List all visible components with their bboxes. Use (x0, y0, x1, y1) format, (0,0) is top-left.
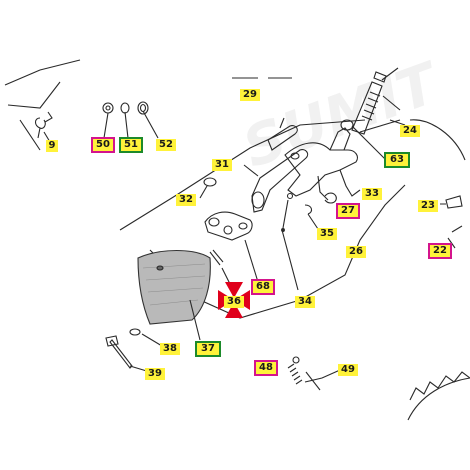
lower-boundary (149, 184, 406, 319)
callout-48: 48 (254, 360, 278, 376)
callout-32: 32 (176, 194, 196, 206)
part-51-washer (120, 102, 130, 114)
part-38-washer (129, 328, 141, 336)
part-24-shaft (351, 81, 383, 135)
right-arc (409, 119, 466, 161)
part-52-ring (137, 101, 149, 115)
part-23-bolt (440, 195, 463, 209)
callout-24: 24 (400, 125, 420, 137)
part-48-spring (287, 363, 303, 385)
callout-52: 52 (156, 139, 176, 151)
callout-26: 26 (346, 246, 366, 258)
frame-boundary (119, 119, 366, 231)
frame-outline (4, 59, 81, 151)
callout-68: 68 (251, 279, 275, 295)
callout-50: 50 (91, 137, 115, 153)
gear-edge (409, 371, 470, 401)
callout-27: 27 (336, 203, 360, 219)
callout-49: 49 (338, 364, 358, 376)
callout-29: 29 (240, 89, 260, 101)
callout-33: 33 (362, 188, 382, 200)
part-36-pin (209, 249, 224, 266)
callout-37: 37 (195, 341, 221, 357)
callout-35: 35 (317, 228, 337, 240)
callout-39: 39 (145, 368, 165, 380)
part-50-nut (102, 102, 114, 114)
callout-31: 31 (212, 159, 232, 171)
callout-36: 36 (224, 296, 244, 308)
part-9-hook (34, 111, 53, 139)
callout-38: 38 (160, 343, 180, 355)
callout-22: 22 (428, 243, 452, 259)
part-63-fork (284, 142, 358, 197)
part-68-selector (204, 211, 253, 241)
callout-9: 9 (46, 140, 58, 152)
part-37-cover (137, 250, 211, 325)
part-31-lever (251, 149, 309, 213)
part-32-ring (203, 177, 217, 187)
callout-34: 34 (295, 296, 315, 308)
callout-51: 51 (119, 137, 143, 153)
callout-23: 23 (418, 200, 438, 212)
callout-63: 63 (384, 152, 410, 168)
part-39-bolt (105, 335, 133, 369)
